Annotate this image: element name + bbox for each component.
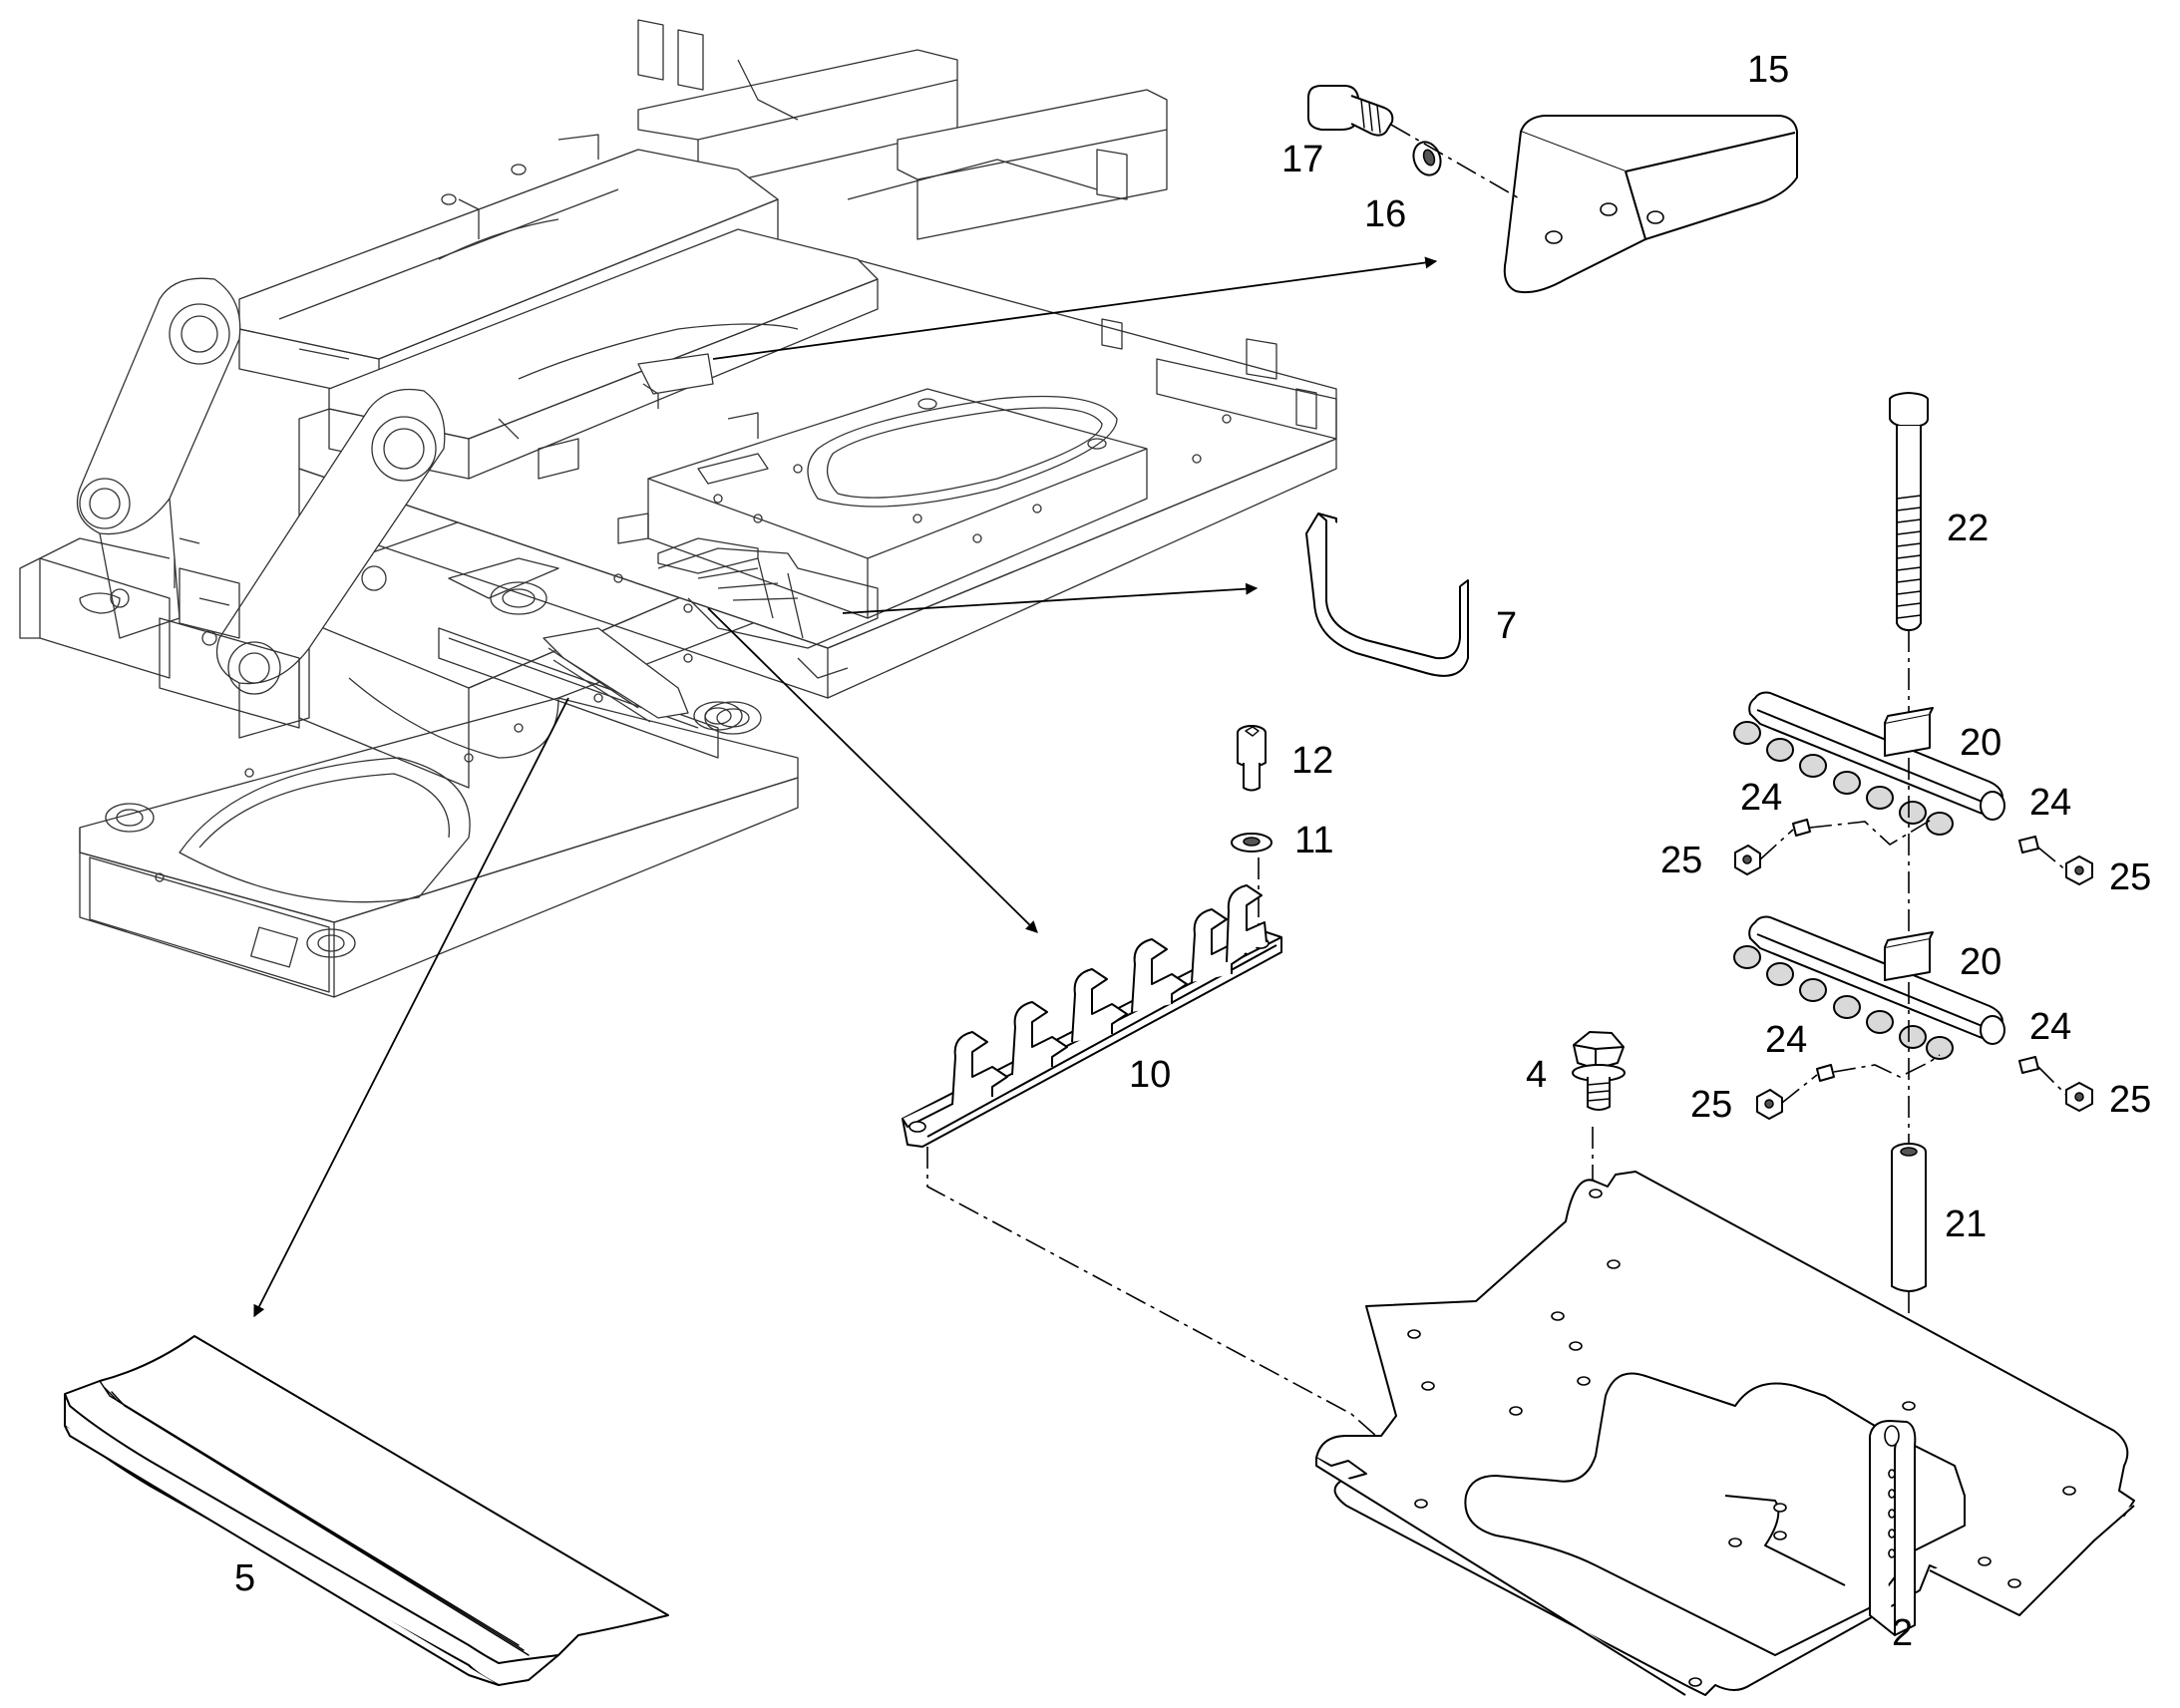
- axis-lines-lower-manifold: [1781, 1054, 2067, 1104]
- part-25-nut-lower-right: [2065, 1082, 2093, 1112]
- part-12-socket-screw: [1237, 725, 1267, 792]
- callout-5: 5: [234, 1557, 255, 1599]
- part-11-washer: [1231, 833, 1272, 853]
- part-17-screw: [1307, 85, 1394, 137]
- part-16-washer: [1412, 141, 1442, 176]
- part-4-hex-bolt: [1572, 1031, 1626, 1111]
- part-20-manifold-lower: [1733, 915, 2005, 1060]
- callout-24-upper-left: 24: [1740, 777, 1782, 819]
- axis-lines-upper-manifold: [1759, 817, 2067, 871]
- clamp-fingers: [951, 884, 1268, 1106]
- callout-10: 10: [1129, 1054, 1171, 1096]
- part-24-plug-lower-left: [1816, 1064, 1835, 1082]
- callout-7: 7: [1496, 605, 1517, 647]
- callout-11: 11: [1294, 820, 1333, 861]
- callout-22: 22: [1947, 508, 1989, 549]
- manifold-fittings-lower: [1733, 945, 1954, 1060]
- part-24-plug-upper-right: [2018, 836, 2039, 854]
- part-21-spacer: [1891, 1143, 1927, 1292]
- callout-24-lower-right: 24: [2029, 1006, 2071, 1048]
- part-22-long-bolt: [1889, 392, 1929, 631]
- part-24-plug-lower-right: [2018, 1056, 2039, 1074]
- callout-21: 21: [1945, 1203, 1987, 1245]
- part-2-mounting-plate: [1315, 1171, 2135, 1696]
- callout-4: 4: [1526, 1054, 1547, 1096]
- callout-25-lower-left: 25: [1690, 1084, 1732, 1126]
- part-10-clamp-rail: [902, 884, 1282, 1148]
- callout-25-upper-right: 25: [2109, 856, 2151, 898]
- callout-20-lower: 20: [1960, 941, 2001, 983]
- manifold-fittings-upper: [1733, 721, 1954, 836]
- callout-17: 17: [1281, 139, 1323, 180]
- part-24-plug-upper-left: [1792, 819, 1811, 837]
- callout-20-upper: 20: [1960, 722, 2001, 764]
- leader-arrows: [253, 256, 1438, 1318]
- callout-25-upper-left: 25: [1660, 840, 1702, 881]
- callout-12: 12: [1291, 740, 1333, 782]
- callout-16: 16: [1364, 193, 1406, 235]
- part-25-nut-lower-left: [1756, 1089, 1783, 1120]
- machine-frame: [19, 19, 1337, 998]
- callout-labels: 15 17 16 22 7 12 11 20 24 24 25 25 20 24…: [234, 49, 2151, 1654]
- callout-24-upper-right: 24: [2029, 782, 2071, 824]
- part-25-nut-upper-left: [1734, 845, 1761, 875]
- axis-line-15: [1390, 124, 1522, 200]
- part-7-u-clamp: [1305, 512, 1469, 677]
- callout-24-lower-left: 24: [1765, 1019, 1807, 1061]
- part-20-manifold-upper: [1733, 691, 2005, 836]
- callout-25-lower-right: 25: [2109, 1079, 2151, 1121]
- callout-15: 15: [1747, 49, 1789, 91]
- part-5-guard-plate: [64, 1335, 669, 1686]
- part-25-nut-upper-right: [2065, 855, 2093, 885]
- part-15-cover-bracket: [1503, 115, 1798, 294]
- callout-2: 2: [1892, 1612, 1913, 1654]
